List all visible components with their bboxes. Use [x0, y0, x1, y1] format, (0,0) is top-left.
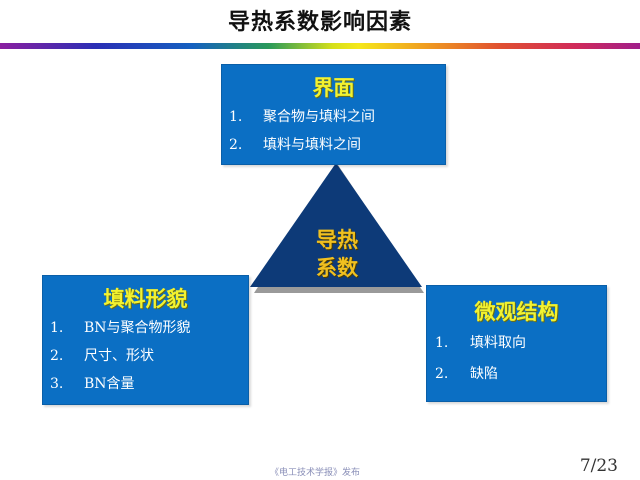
- rainbow-divider: [0, 43, 640, 49]
- center-label-line2: 系数: [316, 256, 358, 280]
- item-number: 1.: [435, 335, 449, 351]
- center-triangle: 导热 系数: [246, 163, 428, 295]
- item-text: 尺寸、形状: [84, 348, 154, 364]
- page-number: 7/23: [579, 456, 618, 476]
- factor-box-filler-morphology: 填料形貌 1. BN与聚合物形貌 2. 尺寸、形状 3. BN含量: [42, 275, 249, 405]
- triangle-shape: [250, 163, 424, 293]
- list-item: 1. 填料取向: [427, 328, 606, 359]
- factor-title: 填料形貌: [103, 287, 188, 311]
- item-number: 2.: [435, 366, 449, 382]
- center-label-line1: 导热: [316, 228, 358, 252]
- factor-title: 微观结构: [474, 300, 559, 324]
- item-number: 1.: [229, 109, 243, 125]
- item-text: 聚合物与填料之间: [263, 109, 375, 125]
- list-item: 2. 缺陷: [427, 359, 606, 390]
- item-number: 2.: [229, 137, 243, 153]
- factor-list: 1. BN与聚合物形貌 2. 尺寸、形状 3. BN含量: [43, 314, 248, 398]
- list-item: 3. BN含量: [43, 370, 248, 398]
- item-text: 缺陷: [470, 366, 498, 382]
- item-number: 3.: [50, 376, 64, 392]
- item-number: 1.: [50, 320, 64, 336]
- source-credit: 《电工技术学报》发布: [270, 468, 361, 478]
- item-text: 填料与填料之间: [263, 137, 361, 153]
- item-number: 2.: [50, 348, 64, 364]
- item-text: BN含量: [84, 376, 135, 392]
- factor-box-interface: 界面 1. 聚合物与填料之间 2. 填料与填料之间: [221, 64, 446, 165]
- factor-box-microstructure: 微观结构 1. 填料取向 2. 缺陷: [426, 285, 607, 402]
- factor-list: 1. 填料取向 2. 缺陷: [427, 328, 606, 390]
- item-text: 填料取向: [470, 335, 526, 351]
- list-item: 1. BN与聚合物形貌: [43, 314, 248, 342]
- item-text: BN与聚合物形貌: [84, 320, 191, 336]
- slide-title: 导热系数影响因素: [227, 10, 412, 35]
- list-item: 2. 尺寸、形状: [43, 342, 248, 370]
- list-item: 2. 填料与填料之间: [222, 131, 445, 159]
- factor-list: 1. 聚合物与填料之间 2. 填料与填料之间: [222, 103, 445, 159]
- list-item: 1. 聚合物与填料之间: [222, 103, 445, 131]
- factor-title: 界面: [312, 76, 355, 100]
